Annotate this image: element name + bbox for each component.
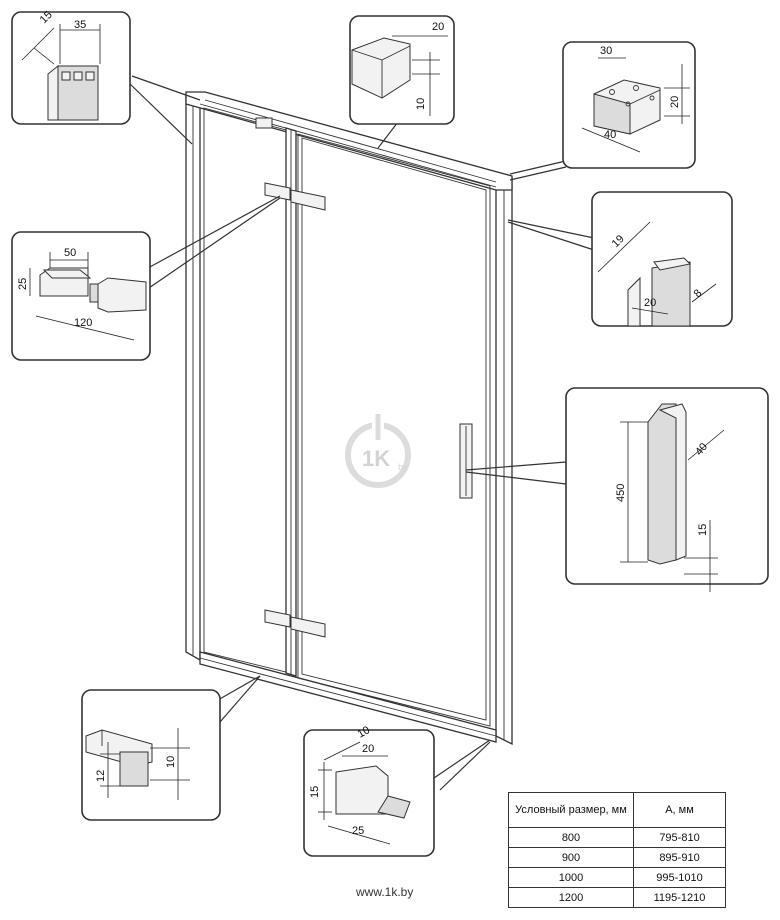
leader-bottom: [219, 675, 261, 723]
dim-rail-20: 20: [432, 21, 444, 33]
dim-stop-15: 15: [309, 786, 321, 798]
table-row: 1000 995-1010: [508, 867, 726, 888]
callout-corner-block: 30 20 40: [562, 41, 696, 169]
dim-handle-450: 450: [615, 484, 627, 502]
dim-stop-10: 10: [356, 724, 373, 741]
leader-top-left: [127, 81, 193, 145]
callout-floor-stop: 10 20 15 25: [303, 724, 435, 857]
door-assembly: [185, 91, 513, 746]
table-row: 800 795-810: [508, 827, 726, 848]
table-cell: 995-1010: [633, 867, 726, 888]
dim-handle-15: 15: [697, 524, 709, 536]
callout-top-left-profile: 35 15: [11, 9, 131, 125]
dim-wall-20: 20: [644, 297, 656, 309]
callout-handle: 450 40 15: [565, 387, 769, 592]
dim-profile-35: 35: [74, 19, 86, 31]
dim-rail-10: 10: [415, 98, 427, 110]
dim-hinge-25: 25: [17, 278, 29, 290]
door-handle: [459, 423, 473, 499]
header-nominal-size: Условный размер, мм: [508, 792, 634, 828]
dim-bottom-10: 10: [165, 756, 177, 768]
dim-block-40: 40: [604, 129, 616, 141]
table-cell: 895-910: [633, 847, 726, 868]
callout-top-rail: 20 10: [349, 15, 455, 125]
leader-handle: [465, 461, 567, 471]
leader-corner: [509, 166, 567, 181]
watermark-sub: by: [398, 462, 408, 472]
table-cell: 795-810: [633, 827, 726, 848]
top-hinge: [264, 182, 326, 211]
footer-url: www.1k.by: [356, 885, 414, 899]
leader-hinge: [147, 195, 281, 269]
table-cell: 1195-1210: [633, 887, 726, 908]
dim-hinge-50: 50: [64, 247, 76, 259]
watermark-text: 1K: [362, 446, 390, 471]
table-cell: 900: [508, 847, 634, 868]
table-cell: 1200: [508, 887, 634, 908]
dim-block-30: 30: [600, 45, 612, 57]
table-header-row: Условный размер, мм А, мм: [508, 792, 726, 828]
leader-top-rail: [377, 121, 399, 149]
table-cell: 800: [508, 827, 634, 848]
dim-stop-20: 20: [362, 743, 374, 755]
dim-hinge-120: 120: [74, 317, 92, 329]
dim-bottom-12: 12: [95, 770, 107, 782]
size-table: Условный размер, мм А, мм 800 795-810 90…: [508, 792, 726, 908]
table-row: 1200 1195-1210: [508, 887, 726, 908]
callout-bottom-profile: 12 10: [81, 689, 221, 821]
bottom-hinge: [264, 609, 326, 638]
callout-hinge: 50 25 120: [11, 231, 151, 361]
callout-wall-profile: 19 20 8: [591, 191, 733, 327]
dim-stop-25: 25: [352, 825, 364, 837]
leader-wall-profile: [507, 221, 595, 251]
dim-block-20: 20: [669, 96, 681, 108]
watermark-logo: 1K by: [345, 414, 411, 488]
header-a-mm: А, мм: [633, 792, 726, 828]
table-row: 900 895-910: [508, 847, 726, 868]
table-cell: 1000: [508, 867, 634, 888]
leader-floor: [433, 739, 491, 779]
